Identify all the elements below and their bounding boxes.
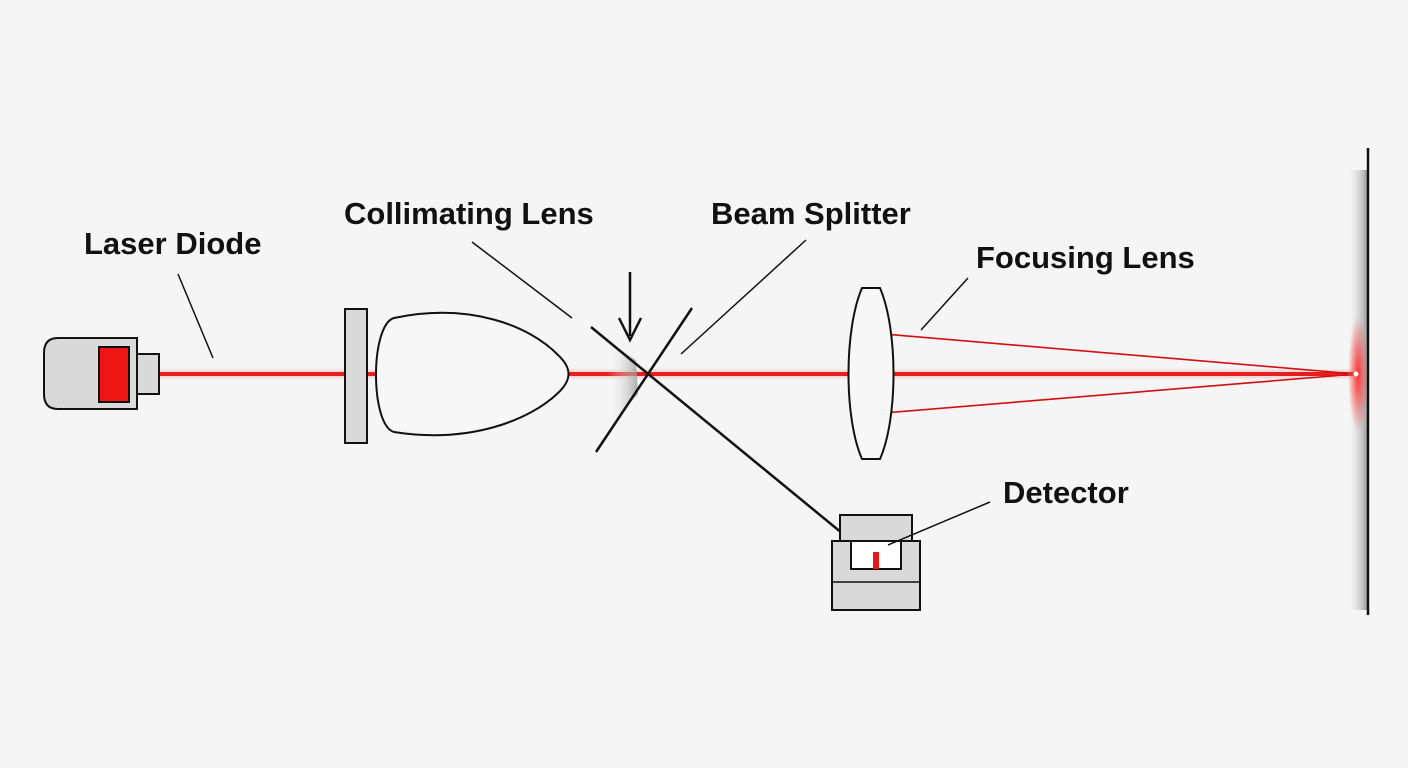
beam-splitter-shade: [607, 340, 638, 425]
leader-detector: [887, 501, 991, 546]
collimating-lens-body: [375, 311, 570, 437]
converging-ray-lower: [871, 373, 1357, 415]
lens-mount-plate: [344, 308, 368, 444]
converging-ray-upper: [871, 332, 1357, 375]
focal-spot: [1353, 371, 1359, 377]
leader-laser-diode: [177, 273, 214, 359]
reflected-beam-path: [590, 326, 877, 562]
detector-sensor: [873, 552, 879, 569]
beam-splitter-plate: [594, 307, 694, 453]
laser-emitter: [98, 346, 130, 403]
laser-diode: [43, 337, 160, 410]
label-laser-diode: Laser Diode: [84, 226, 262, 261]
label-focusing-lens: Focusing Lens: [976, 240, 1195, 275]
leader-beam-splitter: [680, 239, 807, 355]
label-collimating-lens: Collimating Lens: [344, 196, 594, 231]
detector: [831, 514, 921, 611]
leader-collimating-lens: [471, 241, 573, 319]
label-beam-splitter: Beam Splitter: [711, 196, 911, 231]
collimating-lens: [344, 308, 570, 444]
label-detector: Detector: [1003, 475, 1129, 510]
down-arrow-icon: [617, 317, 643, 343]
leader-focusing-lens: [920, 277, 969, 331]
focusing-lens: [847, 287, 895, 460]
beam-splitter: [590, 272, 877, 562]
